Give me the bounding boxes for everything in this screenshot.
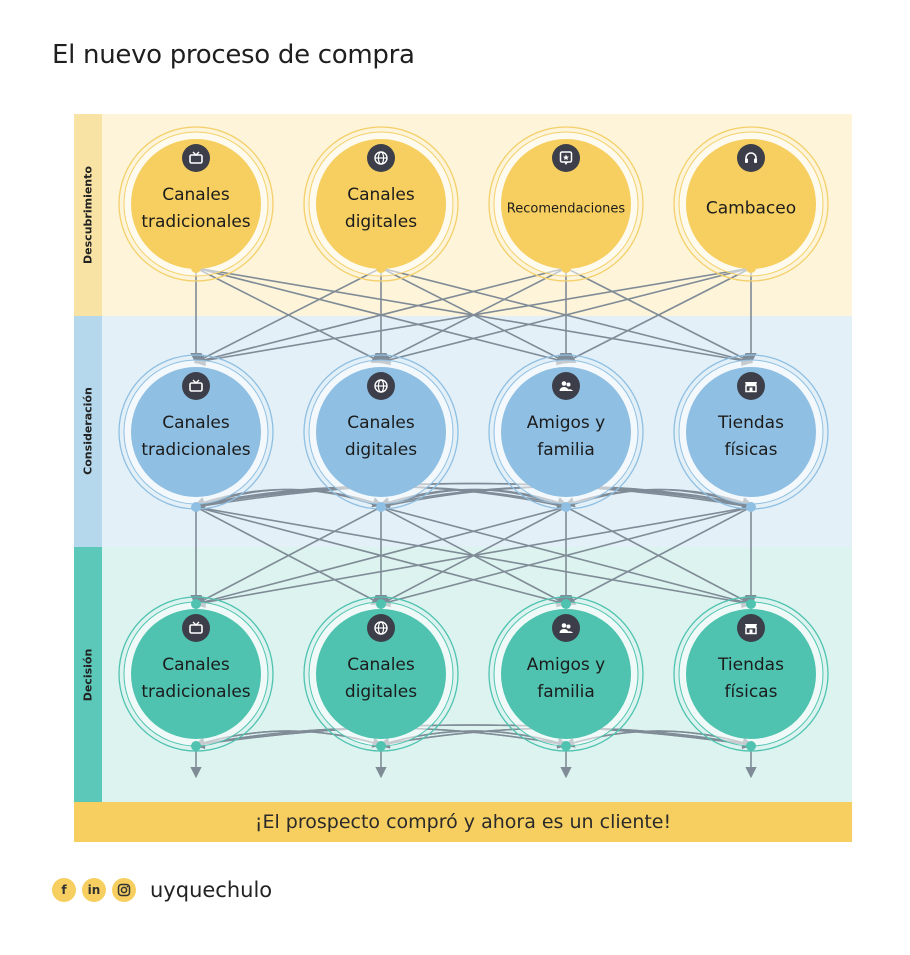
edge-decision-lateral bbox=[193, 724, 752, 749]
discovery-node-ring bbox=[673, 126, 829, 282]
globe-icon bbox=[367, 144, 395, 172]
decision-entry-dot bbox=[376, 599, 386, 609]
edge-discovery-to-consideration bbox=[194, 267, 382, 364]
consideration-node bbox=[131, 367, 261, 497]
consideration-node bbox=[501, 367, 631, 497]
page-title: El nuevo proceso de compra bbox=[52, 40, 415, 70]
facebook-icon[interactable]: f bbox=[52, 878, 76, 902]
decision-exit-dot bbox=[376, 741, 386, 751]
discovery-node bbox=[501, 139, 631, 269]
store-icon bbox=[737, 372, 765, 400]
decision-exit-dot bbox=[746, 741, 756, 751]
stage-bar-consideration bbox=[74, 316, 102, 547]
store-icon bbox=[737, 614, 765, 642]
tv-icon bbox=[182, 372, 210, 400]
discovery-connector-dot bbox=[561, 263, 571, 273]
discovery-node bbox=[316, 139, 446, 269]
consideration-connector-dot bbox=[746, 502, 756, 512]
headset-icon bbox=[737, 144, 765, 172]
social-handle: uyquechulo bbox=[150, 878, 273, 902]
edge-consideration-to-decision bbox=[564, 506, 752, 606]
result-banner: ¡El prospecto compró y ahora es un clien… bbox=[74, 802, 852, 842]
edge-consideration-lateral bbox=[193, 482, 752, 509]
stage-bar-discovery bbox=[74, 114, 102, 316]
consideration-node bbox=[686, 367, 816, 497]
globe-icon bbox=[367, 614, 395, 642]
discovery-node-ring bbox=[118, 126, 274, 282]
decision-exit-dot bbox=[191, 741, 201, 751]
consideration-node bbox=[316, 367, 446, 497]
discovery-node-ring bbox=[303, 126, 459, 282]
edge-discovery-to-consideration bbox=[193, 267, 567, 366]
decision-node bbox=[316, 609, 446, 739]
edge-discovery-to-consideration bbox=[193, 267, 752, 367]
discovery-connector-dot bbox=[376, 263, 386, 273]
recommendation-icon bbox=[552, 144, 580, 172]
decision-node bbox=[686, 609, 816, 739]
consideration-connector-dot bbox=[376, 502, 386, 512]
decision-exit-dot bbox=[561, 741, 571, 751]
discovery-node-ring bbox=[488, 126, 644, 282]
edge-discovery-to-consideration bbox=[564, 267, 752, 364]
decision-entry-dot bbox=[561, 599, 571, 609]
linkedin-icon[interactable]: in bbox=[82, 878, 106, 902]
tv-icon bbox=[182, 144, 210, 172]
social-footer: f in uyquechulo bbox=[52, 878, 272, 902]
people-icon bbox=[552, 614, 580, 642]
edge-discovery-to-consideration bbox=[378, 267, 752, 366]
decision-entry-dot bbox=[746, 599, 756, 609]
people-icon bbox=[552, 372, 580, 400]
edge-consideration-to-decision bbox=[193, 506, 567, 608]
consideration-connector-dot bbox=[191, 502, 201, 512]
decision-node bbox=[131, 609, 261, 739]
discovery-node-label: Cambaceo bbox=[705, 198, 797, 219]
instagram-icon[interactable] bbox=[112, 878, 136, 902]
decision-node bbox=[501, 609, 631, 739]
discovery-node-label: Recomendaciones bbox=[506, 201, 626, 217]
edge-consideration-to-decision bbox=[193, 506, 752, 608]
consideration-connector-dot bbox=[561, 502, 571, 512]
stage-bar-decision bbox=[74, 547, 102, 802]
globe-icon bbox=[367, 372, 395, 400]
discovery-connector-dot bbox=[746, 263, 756, 273]
decision-entry-dot bbox=[191, 599, 201, 609]
tv-icon bbox=[182, 614, 210, 642]
discovery-node bbox=[131, 139, 261, 269]
discovery-connector-dot bbox=[191, 263, 201, 273]
edge-consideration-to-decision bbox=[378, 506, 752, 608]
edge-consideration-to-decision bbox=[194, 506, 382, 606]
discovery-node bbox=[686, 139, 816, 269]
